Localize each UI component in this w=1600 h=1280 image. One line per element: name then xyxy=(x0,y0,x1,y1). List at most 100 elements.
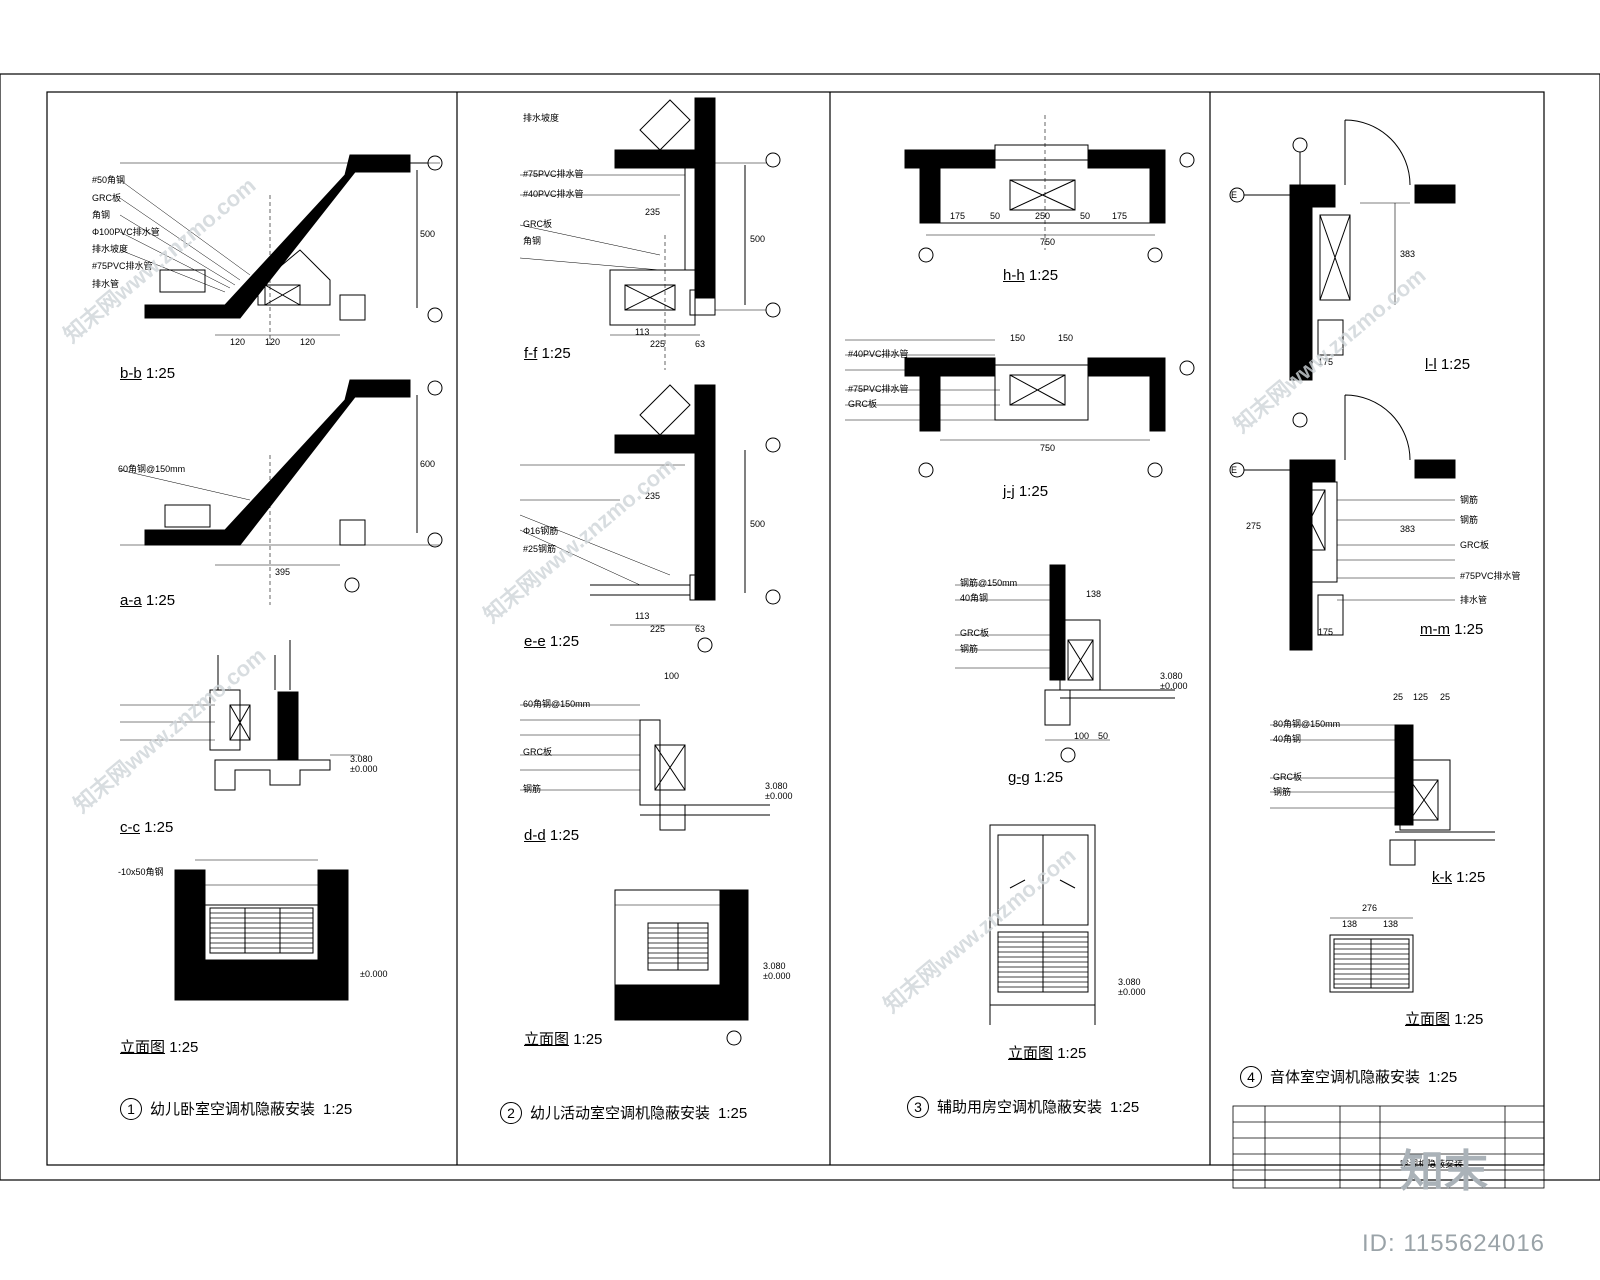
elevation-3-drawing xyxy=(989,824,1096,1025)
dim: 383 xyxy=(1400,524,1416,534)
view-label-j-j: j-j 1:25 xyxy=(1003,483,1049,500)
section-m-m-drawing xyxy=(1229,394,1456,651)
dim: 100 xyxy=(664,671,680,681)
view-label-m-m: m-m 1:25 xyxy=(1420,621,1484,638)
section-e-e-drawing xyxy=(519,384,781,653)
section-g-g-drawing xyxy=(955,564,1175,763)
section-l-l-drawing xyxy=(1229,119,1456,381)
dim: 50 xyxy=(1098,731,1109,741)
dim: 25 xyxy=(1393,692,1404,702)
note: GRC板 xyxy=(1460,540,1489,550)
note: 60角钢@150mm xyxy=(523,699,591,709)
view-label-b-b: b-b 1:25 xyxy=(120,365,176,382)
axis-tag-e: E xyxy=(1231,190,1238,200)
dim: ±0.000 xyxy=(765,791,793,801)
dim: 275 xyxy=(1246,521,1262,531)
dim: 395 xyxy=(275,567,291,577)
dim: 175 xyxy=(1318,627,1334,637)
note: 钢筋 xyxy=(1460,495,1479,505)
note: 角钢 xyxy=(523,236,542,246)
dim: 600 xyxy=(420,459,436,469)
dim: 3.080 xyxy=(350,754,373,764)
note: #75PVC排水管 xyxy=(1460,571,1521,581)
dim: 383 xyxy=(1400,249,1416,259)
note: 角钢 xyxy=(92,210,111,220)
dim: 113 xyxy=(635,611,650,621)
panel-1-drawings xyxy=(119,154,443,1001)
dim: ±0.000 xyxy=(350,764,378,774)
note: 排水管 xyxy=(92,279,120,289)
view-label-g-g: g-g 1:25 xyxy=(1008,769,1064,786)
dim: ±0.000 xyxy=(360,969,388,979)
dim: 175 xyxy=(1318,357,1334,367)
watermark-logo: 知末 xyxy=(1400,1146,1488,1197)
outer-frame xyxy=(0,73,1600,1181)
view-label-elevation-2: 立面图 1:25 xyxy=(524,1031,603,1048)
dim: 50 xyxy=(990,211,1001,221)
axis-tag-e: E xyxy=(1231,465,1238,475)
note: Φ100PVC排水管 xyxy=(92,227,160,237)
view-label-elevation-1: 立面图 1:25 xyxy=(120,1039,199,1056)
view-label-l-l: l-l 1:25 xyxy=(1425,356,1471,373)
dim: 750 xyxy=(1040,237,1056,247)
dim: 3.080 xyxy=(1118,977,1141,987)
panel-3-drawings xyxy=(845,115,1195,1025)
dim: 120 xyxy=(230,337,246,347)
panel-number-2: 2 xyxy=(500,1102,522,1124)
dim: 3.080 xyxy=(1160,671,1183,681)
note: 钢筋 xyxy=(1273,787,1292,797)
dim: 150 xyxy=(1058,333,1074,343)
note: GRC板 xyxy=(523,747,552,757)
note: GRC板 xyxy=(92,193,121,203)
view-label-f-f: f-f 1:25 xyxy=(524,345,571,362)
panel-4-drawings xyxy=(1229,119,1495,993)
dim: 113 xyxy=(635,327,650,337)
dim: 150 xyxy=(695,491,711,501)
dim: 120 xyxy=(265,337,281,347)
note: 60角钢@150mm xyxy=(118,464,186,474)
inner-frame xyxy=(46,91,1545,1166)
dim: 50 xyxy=(1080,211,1091,221)
image-id: ID: 1155624016 xyxy=(1362,1230,1546,1257)
note: 钢筋 xyxy=(960,644,979,654)
note: 40角钢 xyxy=(960,593,989,603)
dim: 750 xyxy=(1040,443,1056,453)
note: 排水坡度 xyxy=(523,113,560,123)
dim: 120 xyxy=(300,337,316,347)
dim: 250 xyxy=(1035,211,1051,221)
dim: 500 xyxy=(750,234,766,244)
section-k-k-drawing xyxy=(1270,724,1495,866)
note: #50角钢 xyxy=(92,175,126,185)
dim: 25 xyxy=(1440,692,1451,702)
panel-number-3: 3 xyxy=(907,1096,929,1118)
note: #40PVC排水管 xyxy=(848,349,909,359)
dim: 225 xyxy=(650,624,666,634)
note: GRC板 xyxy=(1273,772,1302,782)
panel-number-1: 1 xyxy=(120,1098,142,1120)
note: #75PVC排水管 xyxy=(523,169,584,179)
dim: 138 xyxy=(1383,919,1399,929)
view-label-k-k: k-k 1:25 xyxy=(1432,869,1486,886)
dim: 3.080 xyxy=(763,961,786,971)
panel-2-drawings xyxy=(519,97,781,1046)
title-block-project: 空调机隐蔽安装 xyxy=(1400,1159,1464,1169)
note: GRC板 xyxy=(523,219,552,229)
dim: 100 xyxy=(1074,731,1090,741)
note: GRC板 xyxy=(960,628,989,638)
note: 钢筋 xyxy=(523,784,542,794)
section-a-a-drawing xyxy=(119,379,443,605)
section-j-j-drawing xyxy=(845,339,1195,478)
dim: 175 xyxy=(950,211,966,221)
section-f-f-drawing xyxy=(519,97,781,370)
section-d-d-drawing xyxy=(520,704,770,831)
dim: 63 xyxy=(695,624,706,634)
note: 钢筋@150mm xyxy=(960,578,1018,588)
dim: 175 xyxy=(1112,211,1128,221)
dim: 125 xyxy=(1413,692,1429,702)
view-label-h-h: h-h 1:25 xyxy=(1003,267,1059,284)
note: #75PVC排水管 xyxy=(92,261,153,271)
